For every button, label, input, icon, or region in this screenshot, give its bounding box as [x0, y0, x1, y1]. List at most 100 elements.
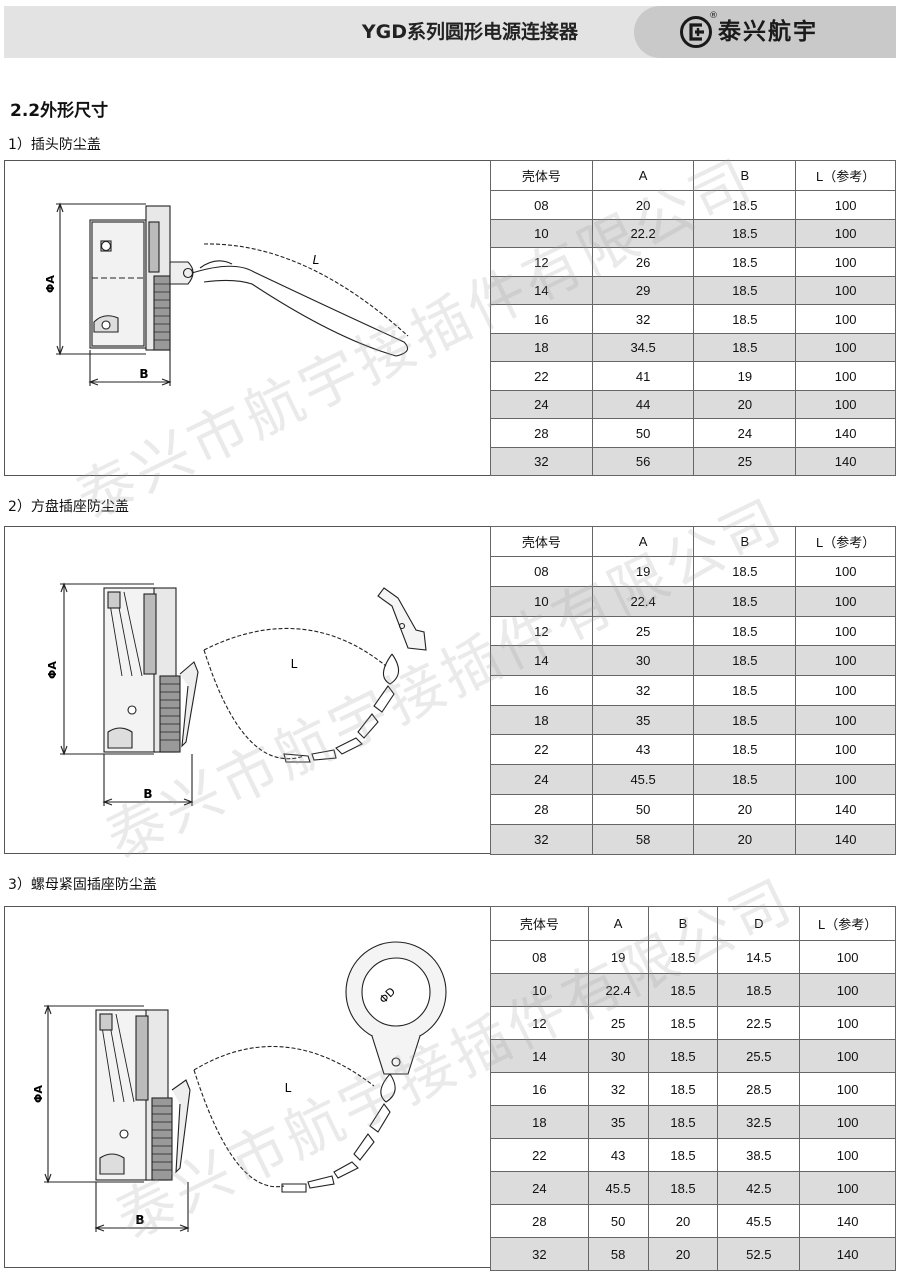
table-cell: 20 [647, 1237, 719, 1271]
table-cell: 32 [591, 304, 695, 334]
table-cell: 26 [591, 247, 695, 277]
table-cell: 100 [795, 361, 896, 391]
table-cell: 28 [490, 794, 593, 825]
dim-phi-a-label: ΦA [32, 1085, 45, 1103]
table-cell: 32 [591, 675, 695, 706]
nut-receptacle-dust-cap-drawing: ΦA B L ΦD [32, 941, 447, 1232]
table-cell: 32 [587, 1072, 649, 1106]
table-cell: 100 [795, 645, 896, 676]
section-heading: 2.2外形尺寸 [10, 101, 109, 121]
page-title: YGD系列圆形电源连接器 [361, 21, 578, 43]
table-cell: 22.5 [717, 1006, 801, 1040]
table-cell: 100 [799, 1072, 896, 1106]
registered-mark: ® [709, 11, 718, 21]
table-cell: 24 [490, 390, 593, 419]
table-cell: 43 [587, 1138, 649, 1172]
table-cell: 12 [490, 1006, 589, 1040]
col-header: B [693, 160, 797, 191]
table-cell: 18.5 [693, 586, 797, 617]
table-cell: 100 [799, 1105, 896, 1139]
table-cell: 100 [795, 304, 896, 334]
col-header: A [591, 160, 695, 191]
flange-receptacle-dust-cap-drawing: ΦA B L [46, 582, 427, 806]
table-cell: 14.5 [717, 940, 801, 974]
table-cell: 18.5 [647, 1105, 719, 1139]
dim-b-label: B [139, 367, 148, 381]
col-header: B [693, 526, 797, 557]
table-cell: 43 [591, 734, 695, 765]
table-cell: 18.5 [693, 276, 797, 305]
table-cell: 28 [490, 1204, 589, 1238]
col-header: 壳体号 [490, 526, 593, 557]
table-cell: 100 [795, 390, 896, 419]
table-cell: 24 [490, 764, 593, 795]
table-cell: 58 [591, 824, 695, 855]
section-3-title: 3）螺母紧固插座防尘盖 [8, 877, 157, 893]
table-cell: 100 [795, 586, 896, 617]
section-2-title: 2）方盘插座防尘盖 [8, 499, 129, 515]
table-cell: 18.5 [647, 1171, 719, 1205]
table-cell: 56 [591, 447, 695, 476]
table-cell: 100 [799, 940, 896, 974]
table-cell: 19 [693, 361, 797, 391]
table-cell: 100 [795, 734, 896, 765]
table-cell: 22.4 [587, 973, 649, 1007]
table-cell: 22.4 [591, 586, 695, 617]
table-cell: 18 [490, 333, 593, 362]
table-cell: 18.5 [647, 1072, 719, 1106]
table-cell: 45.5 [717, 1204, 801, 1238]
section-1-panel [4, 160, 896, 476]
table-cell: 18.5 [717, 973, 801, 1007]
table-header-row: 壳体号 A B D L（参考） [490, 906, 896, 941]
table-cell: 14 [490, 1039, 589, 1073]
plug-dust-cap-drawing: ΦA B L [44, 202, 409, 386]
col-header: 壳体号 [490, 906, 589, 941]
table-cell: 100 [795, 276, 896, 305]
table-cell: 100 [795, 333, 896, 362]
table-cell: 100 [795, 219, 896, 248]
section-3-panel [4, 906, 896, 1268]
table-cell: 14 [490, 276, 593, 305]
table-cell: 32 [490, 1237, 589, 1271]
table-cell: 34.5 [591, 333, 695, 362]
table-cell: 24 [490, 1171, 589, 1205]
table-cell: 100 [799, 1138, 896, 1172]
dim-l-label: L [291, 657, 298, 671]
table-cell: 25 [591, 616, 695, 646]
table-cell: 29 [591, 276, 695, 305]
table-cell: 41 [591, 361, 695, 391]
col-header: A [591, 526, 695, 557]
table-cell: 14 [490, 645, 593, 676]
table-cell: 50 [591, 418, 695, 448]
table-cell: 35 [587, 1105, 649, 1139]
table-cell: 140 [795, 794, 896, 825]
col-header: D [717, 906, 801, 941]
table-cell: 10 [490, 219, 593, 248]
table-cell: 10 [490, 973, 589, 1007]
dim-b-label: B [143, 787, 152, 801]
col-header: L（参考） [799, 906, 896, 941]
table-cell: 18.5 [693, 333, 797, 362]
table-cell: 22 [490, 734, 593, 765]
table-cell: 140 [799, 1237, 896, 1271]
